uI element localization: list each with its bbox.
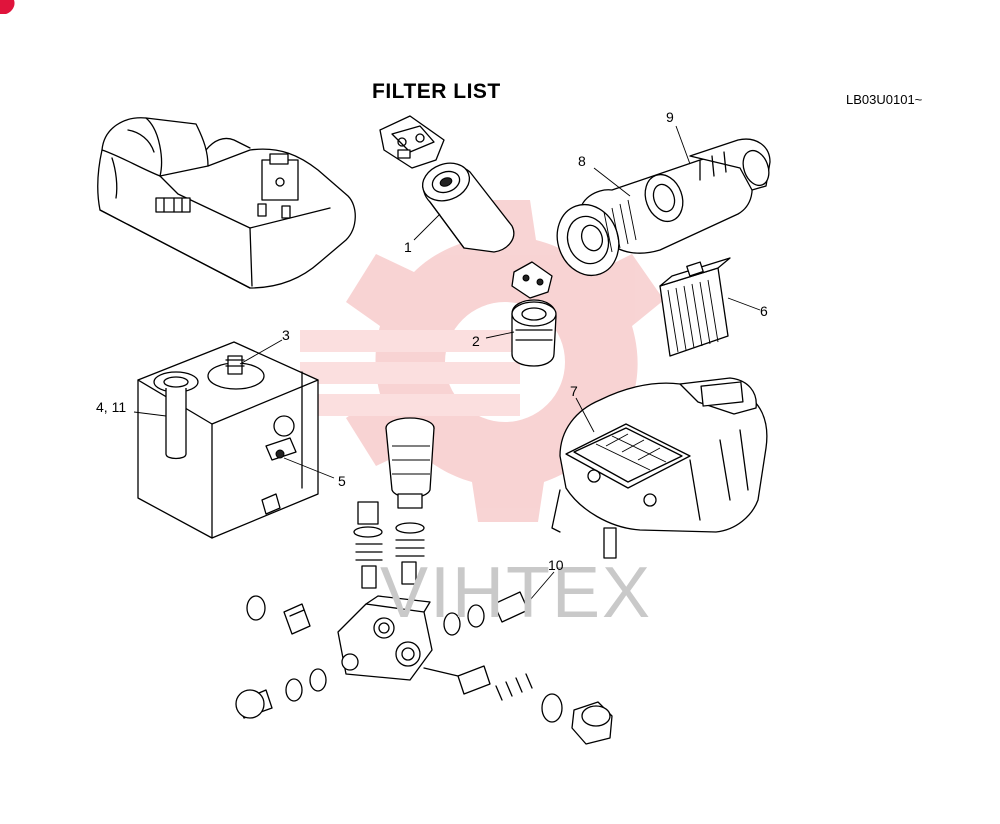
machine-body-drawing [97, 117, 356, 289]
callout-8: 8 [578, 153, 586, 169]
part-7-engine-drawing [551, 377, 768, 559]
callout-5: 5 [338, 473, 346, 489]
part-6-panel-filter-drawing [659, 257, 731, 357]
corner-logo-mark [0, 0, 15, 14]
strainer-and-valve-drawing [235, 417, 613, 745]
callout-3: 3 [282, 327, 290, 343]
part-1-oil-filter-drawing [379, 115, 515, 253]
callout-9: 9 [666, 109, 674, 125]
callout-10: 10 [548, 557, 564, 573]
callout-leader-lines [133, 125, 761, 601]
watermark-text: VIHTEX [380, 553, 653, 633]
callout-7: 7 [570, 383, 578, 399]
hydraulic-tank-drawing [137, 341, 319, 539]
callout-2: 2 [472, 333, 480, 349]
callout-4-11: 4, 11 [96, 399, 127, 415]
page-title: FILTER LIST [372, 80, 501, 103]
document-code: LB03U0101~ [846, 92, 923, 107]
part-2-fuel-filter-drawing [511, 261, 557, 367]
callout-6: 6 [760, 303, 768, 319]
part-8-9-air-cleaner-drawing [556, 138, 771, 277]
callout-1: 1 [404, 239, 412, 255]
